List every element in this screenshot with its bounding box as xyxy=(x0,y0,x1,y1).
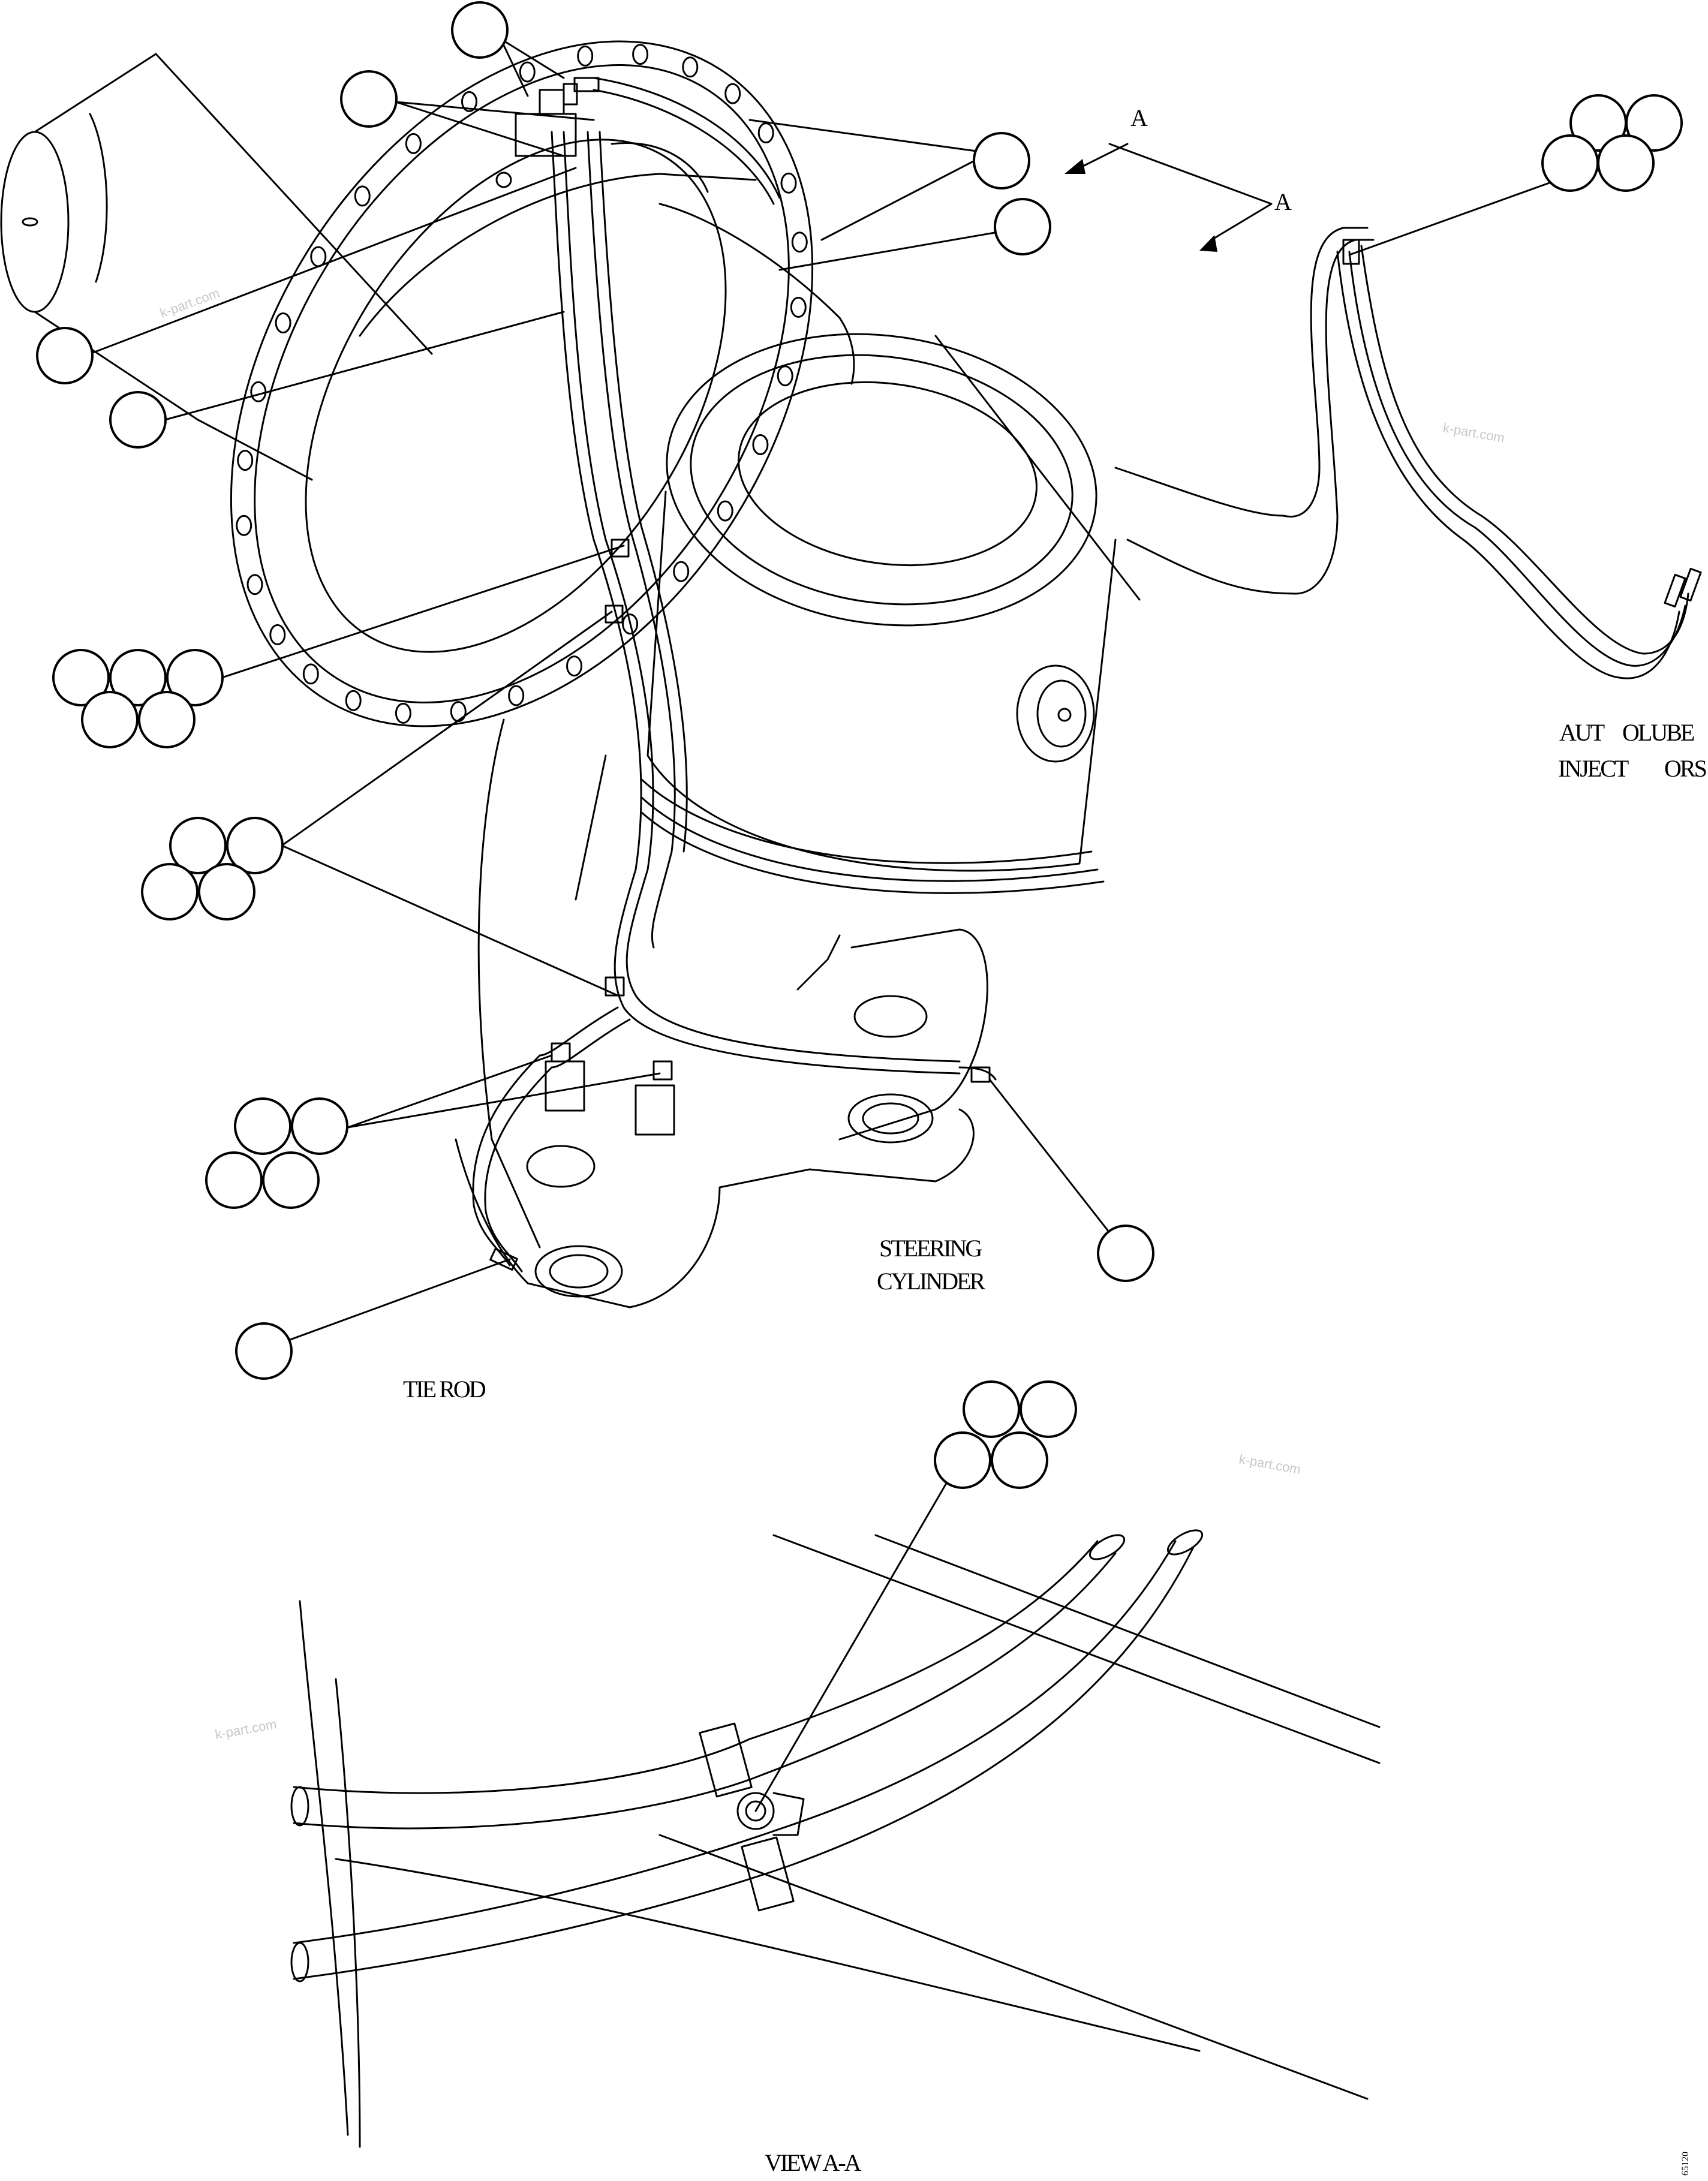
watermark: k-part.com xyxy=(1238,1451,1302,1477)
callout-bubble xyxy=(340,70,398,128)
bolt-hole xyxy=(236,515,252,536)
callout-bubble xyxy=(141,863,199,920)
bolt-hole xyxy=(354,185,371,207)
bolt-hole xyxy=(450,701,467,723)
callout-bubble xyxy=(1541,134,1599,192)
steering-knuckle xyxy=(359,142,1297,894)
bolt-hole xyxy=(757,122,774,144)
callout-bubble xyxy=(291,1097,348,1155)
callout-bubble xyxy=(1625,94,1683,152)
steering-arm xyxy=(455,718,988,1308)
callout-bubble xyxy=(166,649,224,706)
bolt-hole xyxy=(682,56,699,78)
callout-bubble xyxy=(36,327,94,384)
bolt-hole xyxy=(566,655,582,677)
watermarks: k-part.com k-part.com k-part.com k-part.… xyxy=(158,285,1506,1742)
bolt-hole xyxy=(302,663,319,685)
callout-bubble xyxy=(109,649,167,706)
autolube-label-2b: ORS xyxy=(1664,755,1706,782)
callout-bubble xyxy=(235,1322,293,1380)
leader-lines xyxy=(89,38,1575,1812)
callout-bubble xyxy=(262,1151,320,1209)
callout-bubble xyxy=(991,1431,1048,1489)
autolube-label-1b: OLUBE xyxy=(1622,719,1694,746)
bolt-hole xyxy=(461,91,477,112)
steering-cylinder-label-2: CYLINDER xyxy=(877,1268,986,1295)
watermark: k-part.com xyxy=(1442,420,1506,446)
section-arrow-label-2: A xyxy=(1274,188,1292,215)
bolt-hole xyxy=(791,231,808,253)
callout-bubble xyxy=(963,1380,1020,1438)
section-arrow-label-1: A xyxy=(1130,104,1148,131)
bolt-hole xyxy=(724,83,741,104)
lube-hoses xyxy=(472,77,1702,1272)
bolt-hole xyxy=(780,172,797,194)
callout-bubble xyxy=(234,1097,291,1155)
callout-bubble xyxy=(973,132,1030,189)
bolt-hole xyxy=(405,133,422,154)
bolt-hole xyxy=(246,574,263,595)
bolt-hole xyxy=(345,690,362,711)
callout-bubble xyxy=(81,691,139,748)
callout-bubble xyxy=(994,198,1051,255)
view-a-a-label: VIEW A-A xyxy=(765,2149,862,2176)
flange-bolt-holes xyxy=(236,44,808,724)
callout-bubble xyxy=(934,1431,991,1489)
bolt-hole xyxy=(237,450,254,471)
tie-rod-label: TIE ROD xyxy=(403,1376,486,1403)
bolt-hole xyxy=(508,685,525,706)
callout-bubble xyxy=(169,817,227,874)
callout-bubble xyxy=(109,391,167,449)
callout-bubble xyxy=(1097,1225,1154,1282)
bolt-hole xyxy=(310,246,327,267)
wheel-flange xyxy=(230,40,814,727)
callout-bubble xyxy=(1597,134,1655,192)
callout-bubble xyxy=(451,1,509,59)
callout-bubble xyxy=(1020,1380,1077,1438)
bolt-hole xyxy=(777,365,793,387)
bolt-hole xyxy=(395,702,411,724)
bolt-hole xyxy=(673,561,690,582)
fittings xyxy=(489,77,1360,1271)
callout-bubbles xyxy=(36,1,1683,1489)
bolt-hole xyxy=(717,500,733,522)
view-a-a-detail xyxy=(290,1529,1381,2148)
bolt-hole xyxy=(622,613,639,635)
bolt-hole xyxy=(752,434,769,455)
section-arrows: A A xyxy=(1065,104,1294,252)
callout-bubble xyxy=(198,863,255,920)
bolt-hole xyxy=(250,381,267,402)
bolt-hole xyxy=(577,45,594,67)
bolt-hole xyxy=(269,624,286,645)
bolt-hole xyxy=(275,312,291,333)
autolube-label-1a: AUT xyxy=(1559,719,1605,746)
bolt-hole xyxy=(790,296,807,318)
watermark: k-part.com xyxy=(214,1716,278,1742)
autolube-label-2a: INJECT xyxy=(1558,755,1629,782)
callout-bubble xyxy=(226,817,284,874)
text-labels: AUT OLUBE INJECT ORS STEERING CYLINDER T… xyxy=(403,719,1708,2176)
callout-bubble xyxy=(138,691,196,748)
bolt-hole xyxy=(519,61,536,83)
callout-bubble xyxy=(52,649,110,706)
callout-bubble xyxy=(205,1151,263,1209)
figure-number: 65120 xyxy=(1680,2152,1691,2176)
steering-cylinder-label-1: STEERING xyxy=(879,1235,982,1262)
bolt-hole xyxy=(632,44,649,65)
